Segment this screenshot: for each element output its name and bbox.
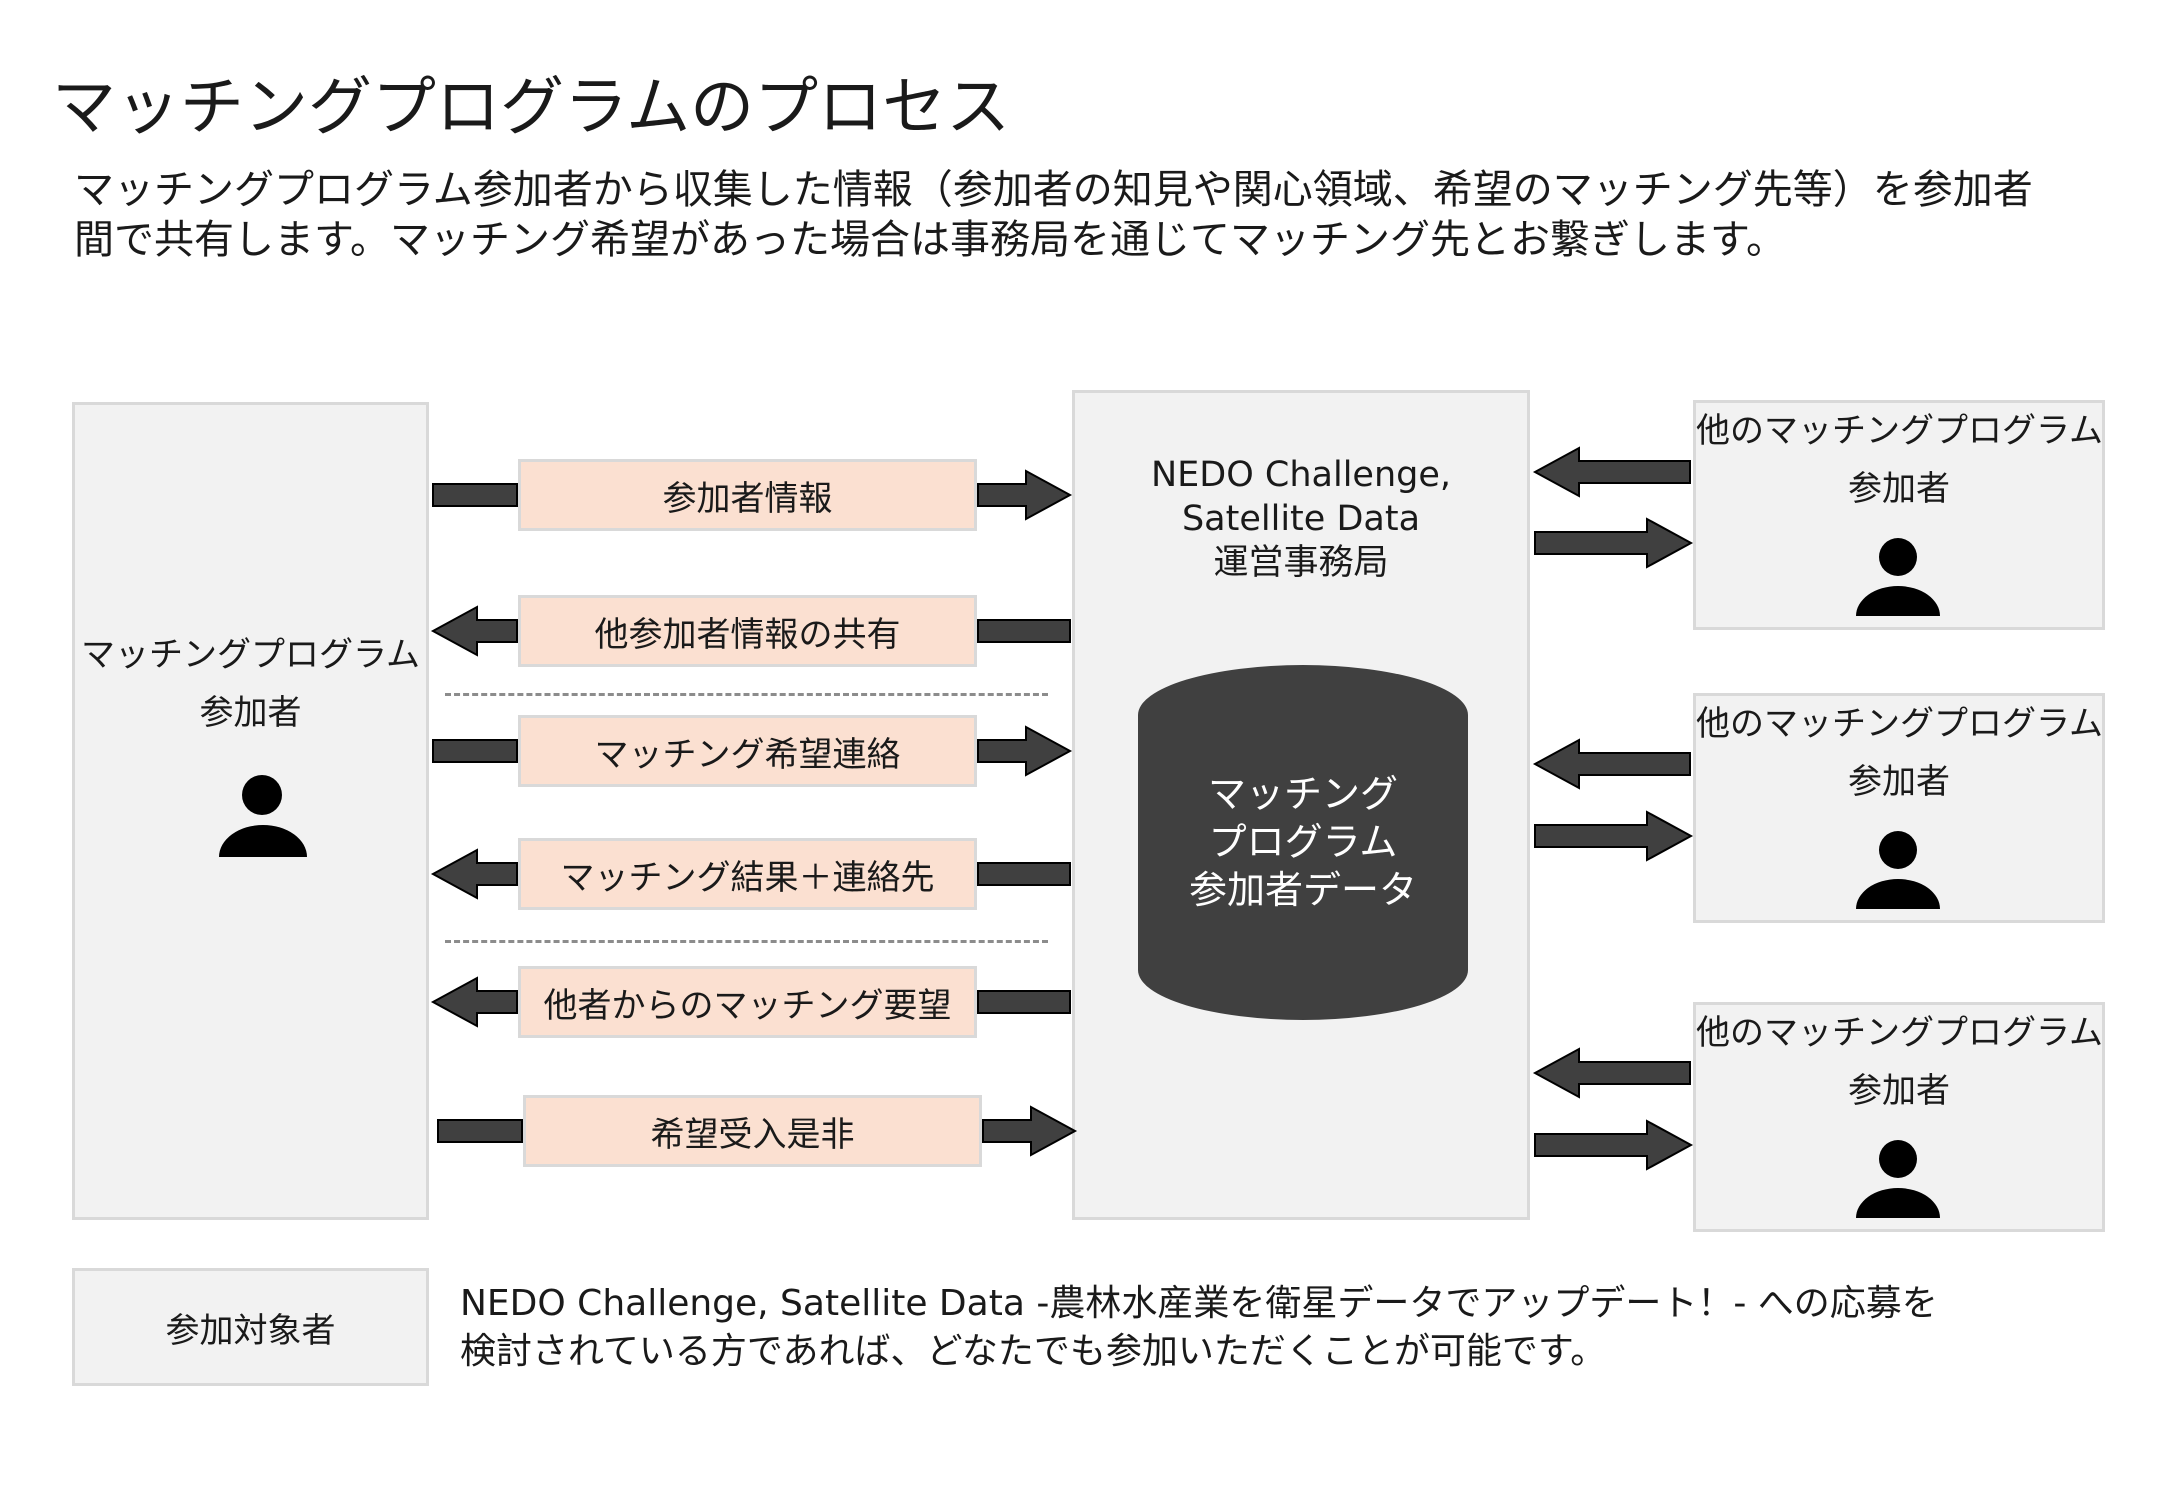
flow-label-matching-request: マッチング希望連絡 bbox=[518, 715, 977, 787]
divider bbox=[445, 693, 1048, 696]
other-participant-label-line-2: 参加者 bbox=[1848, 469, 1950, 509]
office-title-line-1: NEDO Challenge, bbox=[1150, 455, 1452, 495]
arrow-tail bbox=[432, 483, 518, 507]
right-arrow-icon bbox=[982, 1105, 1078, 1157]
arrow-tail bbox=[977, 862, 1071, 886]
page-title: マッチングプログラムのプロセス bbox=[52, 71, 1011, 145]
participant-panel: マッチングプログラム 参加者 bbox=[72, 402, 429, 1220]
left-arrow-icon bbox=[430, 605, 518, 657]
right-arrow-icon bbox=[1534, 517, 1694, 569]
other-participant-label-line-1: 他のマッチングプログラム bbox=[1696, 411, 2103, 451]
eligibility-text-line-2: 検討されている方であれば、どなたでも参加いただくことが可能です。 bbox=[460, 1331, 1607, 1372]
eligibility-text-line-1: NEDO Challenge, Satellite Data -農林水産業を衛星… bbox=[460, 1283, 1938, 1324]
flow-label-others-request: 他者からのマッチング要望 bbox=[518, 966, 977, 1038]
other-participant-label-line-2: 参加者 bbox=[1848, 762, 1950, 802]
divider bbox=[445, 940, 1048, 943]
other-participant-label-line-1: 他のマッチングプログラム bbox=[1696, 704, 2103, 744]
flow-label-share-info: 他参加者情報の共有 bbox=[518, 595, 977, 667]
left-arrow-icon bbox=[430, 848, 518, 900]
database-label-line-1: マッチング bbox=[1207, 772, 1398, 816]
arrow-tail bbox=[437, 1119, 523, 1143]
left-arrow-icon bbox=[1532, 738, 1691, 790]
eligibility-label: 参加対象者 bbox=[72, 1268, 429, 1386]
right-arrow-icon bbox=[1534, 810, 1694, 862]
database-label-line-2: プログラム bbox=[1208, 820, 1398, 864]
database-label-line-3: 参加者データ bbox=[1188, 868, 1417, 912]
right-arrow-icon bbox=[977, 725, 1073, 777]
other-participant-panel-1: 他のマッチングプログラム 参加者 bbox=[1693, 400, 2105, 630]
right-arrow-icon bbox=[1534, 1119, 1694, 1171]
flow-label-participant-info: 参加者情報 bbox=[518, 459, 977, 531]
other-participant-label-line-1: 他のマッチングプログラム bbox=[1696, 1013, 2103, 1053]
participant-label-line-1: マッチングプログラム bbox=[81, 635, 420, 675]
person-icon-head bbox=[1879, 1140, 1917, 1178]
other-participant-panel-2: 他のマッチングプログラム 参加者 bbox=[1693, 693, 2105, 923]
arrow-tail bbox=[432, 739, 518, 763]
arrow-tail bbox=[977, 990, 1071, 1014]
person-icon-head bbox=[242, 775, 282, 815]
other-participant-label-line-2: 参加者 bbox=[1848, 1071, 1950, 1111]
office-title-line-2: Satellite Data bbox=[1181, 499, 1421, 539]
left-arrow-icon bbox=[1532, 1047, 1691, 1099]
database-label: マッチング プログラム 参加者データ bbox=[1138, 770, 1468, 914]
person-icon-head bbox=[1879, 831, 1917, 869]
participant-label-line-2: 参加者 bbox=[199, 693, 302, 733]
arrow-tail bbox=[977, 619, 1071, 643]
person-icon-head bbox=[1879, 538, 1917, 576]
flow-label-matching-result: マッチング結果＋連絡先 bbox=[518, 838, 977, 910]
left-arrow-icon bbox=[1532, 446, 1691, 498]
office-title: NEDO Challenge, Satellite Data 運営事務局 bbox=[1075, 453, 1527, 585]
description-line-2: 間で共有します。マッチング希望があった場合は事務局を通じてマッチング先とお繋ぎし… bbox=[74, 217, 1786, 263]
database-icon bbox=[1138, 665, 1468, 1020]
office-title-line-3: 運営事務局 bbox=[1213, 543, 1389, 583]
left-arrow-icon bbox=[430, 976, 518, 1028]
right-arrow-icon bbox=[977, 469, 1073, 521]
description-line-1: マッチングプログラム参加者から収集した情報（参加者の知見や関心領域、希望のマッチ… bbox=[74, 167, 2033, 213]
flow-label-accept-decision: 希望受入是非 bbox=[523, 1095, 982, 1167]
other-participant-panel-3: 他のマッチングプログラム 参加者 bbox=[1693, 1002, 2105, 1232]
